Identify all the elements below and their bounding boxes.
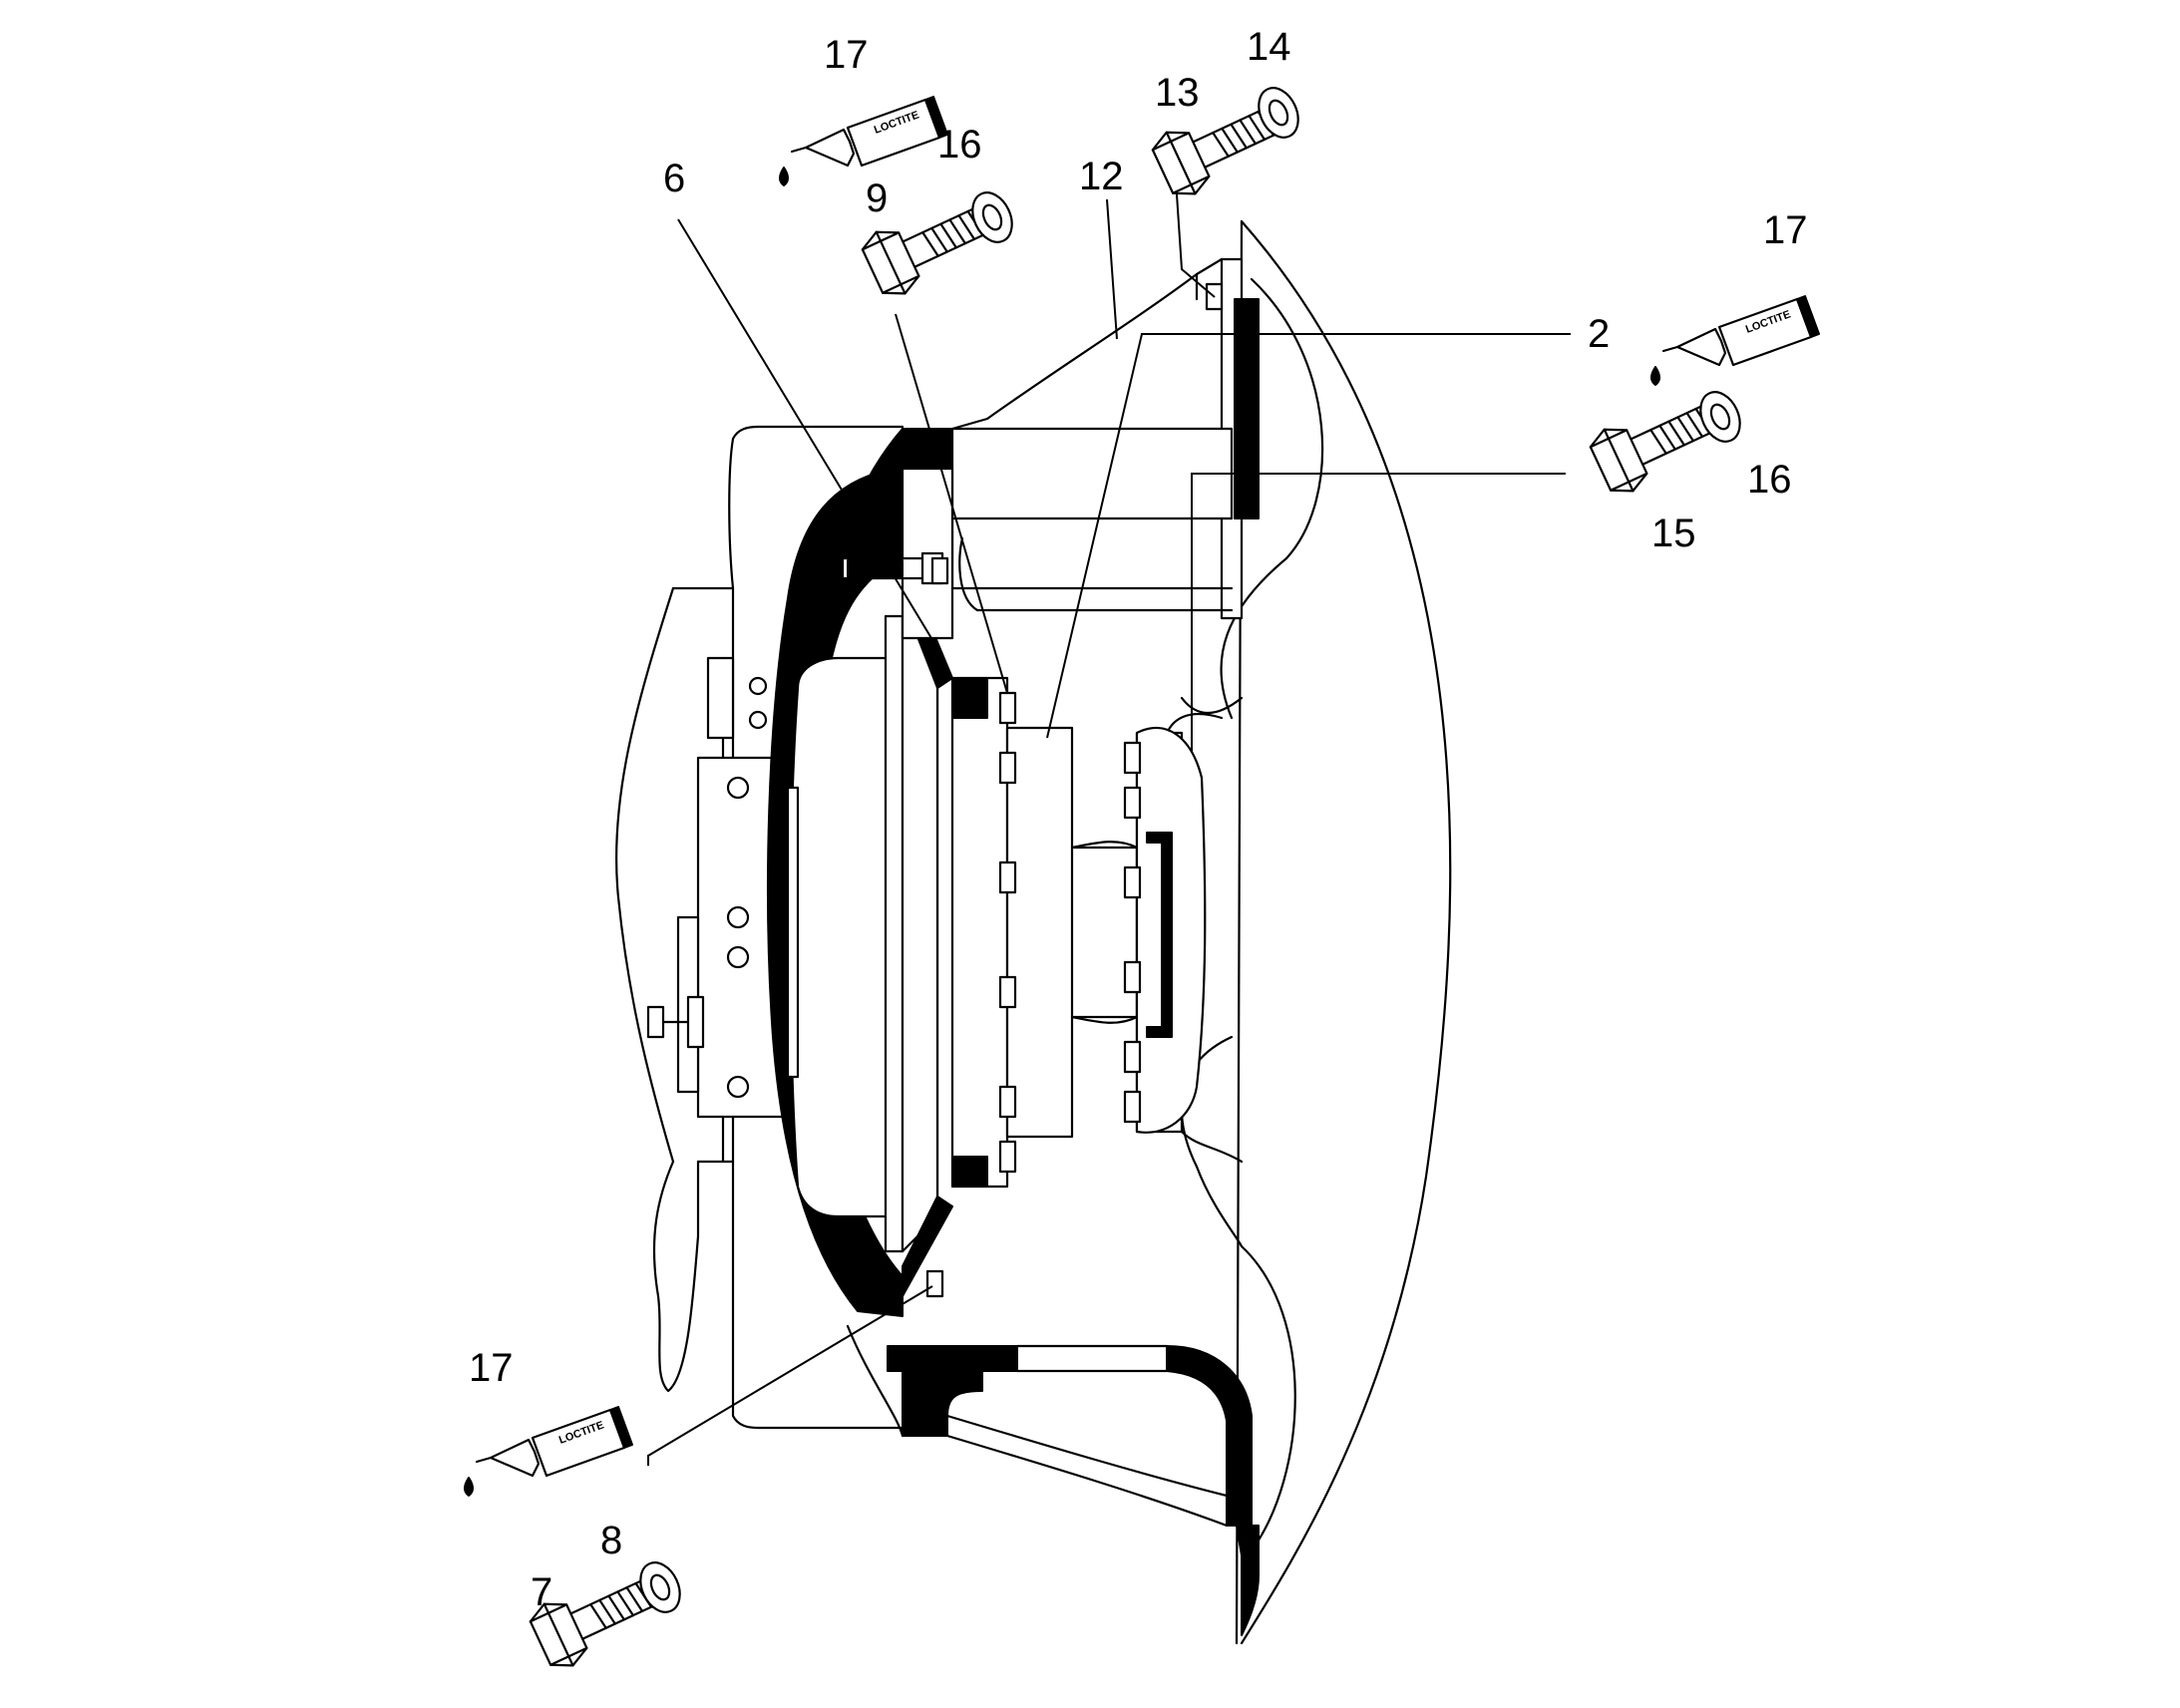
callout-9: 9 xyxy=(866,176,888,220)
callout-12: 12 xyxy=(1079,155,1124,198)
callout-2: 2 xyxy=(1588,312,1610,356)
callout-17-right: 17 xyxy=(1763,208,1808,252)
loctite-tube-icon: LOCTITE xyxy=(1649,294,1821,387)
loctite-tube-icon: LOCTITE xyxy=(463,1405,634,1498)
callout-17-bottom: 17 xyxy=(469,1346,514,1390)
callout-16-right: 16 xyxy=(1747,458,1792,502)
callout-17-top: 17 xyxy=(824,33,869,77)
callout-15: 15 xyxy=(1651,512,1696,555)
callout-13: 13 xyxy=(1155,71,1200,115)
callout-14: 14 xyxy=(1247,25,1291,69)
washer-icon xyxy=(1691,384,1749,450)
callout-16-top: 16 xyxy=(937,123,982,167)
callout-8: 8 xyxy=(600,1519,622,1562)
callout-7: 7 xyxy=(531,1570,552,1614)
callout-6: 6 xyxy=(663,157,685,200)
loctite-tube-icon: LOCTITE xyxy=(778,95,949,187)
